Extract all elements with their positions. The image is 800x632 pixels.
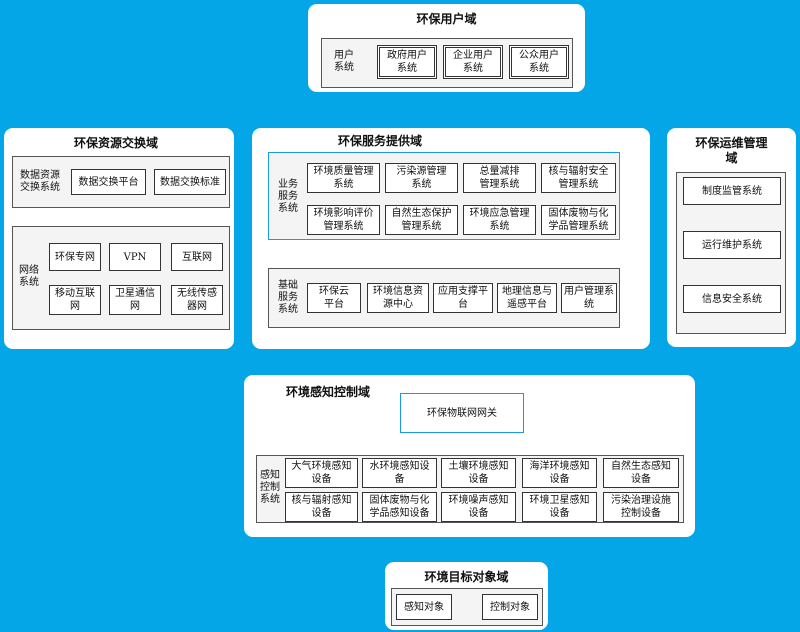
sensing-item[interactable]: 海洋环境感知 设备 xyxy=(522,458,597,488)
base-item[interactable]: 环保云 平台 xyxy=(307,283,361,313)
service-domain-panel: 环保服务提供域 业务 服务 系统 环境质量管理 系统 污染源管理 系统 总量减排… xyxy=(252,128,650,349)
base-service-label: 基础 服务 系统 xyxy=(278,280,298,315)
network-item[interactable]: 无线传感 器网 xyxy=(171,285,223,315)
base-item[interactable]: 用户管理系 统 xyxy=(561,283,617,313)
base-item[interactable]: 环境信息资 源中心 xyxy=(367,283,429,313)
data-exchange-group: 数据资源 交换系统 数据交换平台 数据交换标准 xyxy=(12,156,230,208)
iot-gateway[interactable]: 环保物联网网关 xyxy=(400,393,524,433)
exchange-domain-title: 环保资源交换域 xyxy=(74,136,159,150)
sensing-item[interactable]: 环境卫星感知 设备 xyxy=(522,492,597,522)
sensing-domain-title: 环境感知控制域 xyxy=(286,385,371,399)
sensing-item[interactable]: 水环境感知设 备 xyxy=(362,458,437,488)
sensing-domain-panel: 环境感知控制域 环保物联网网关 感知 控制 系统 大气环境感知 设备 水环境感知… xyxy=(244,375,695,537)
business-item[interactable]: 环境影响评价 管理系统 xyxy=(307,205,380,235)
business-service-label: 业务 服务 系统 xyxy=(278,179,298,214)
ops-group: 制度监管系统 运行维护系统 信息安全系统 xyxy=(676,172,786,334)
network-group: 网络 系统 环保专网 VPN 互联网 移动互联 网 卫星通信 网 无线传感 器网 xyxy=(12,226,230,330)
business-item[interactable]: 环境应急管理 系统 xyxy=(463,205,536,235)
user-system-group: 用户 系统 政府用户 系统 企业用户 系统 公众用户 系统 xyxy=(321,38,573,88)
ops-item[interactable]: 信息安全系统 xyxy=(683,285,781,313)
business-item[interactable]: 污染源管理 系统 xyxy=(385,163,458,193)
user-system-item[interactable]: 政府用户 系统 xyxy=(377,45,437,79)
network-item[interactable]: 互联网 xyxy=(171,243,223,271)
user-system-item[interactable]: 企业用户 系统 xyxy=(443,45,503,79)
user-system-label: 用户 系统 xyxy=(334,50,354,73)
base-item[interactable]: 应用支撑平 台 xyxy=(433,283,493,313)
network-item[interactable]: 移动互联 网 xyxy=(49,285,101,315)
sensing-item[interactable]: 污染治理设施 控制设备 xyxy=(603,492,679,522)
ops-item[interactable]: 制度监管系统 xyxy=(683,177,781,205)
sensing-label: 感知 控制 系统 xyxy=(260,470,280,505)
target-item[interactable]: 感知对象 xyxy=(396,594,452,620)
ops-domain-panel: 环保运维管理 域 制度监管系统 运行维护系统 信息安全系统 xyxy=(667,128,796,347)
exchange-item[interactable]: 数据交换标准 xyxy=(154,169,226,195)
business-item[interactable]: 自然生态保护 管理系统 xyxy=(385,205,458,235)
target-item[interactable]: 控制对象 xyxy=(482,594,538,620)
business-item[interactable]: 总量减排 管理系统 xyxy=(463,163,536,193)
business-item[interactable]: 核与辐射安全 管理系统 xyxy=(541,163,616,193)
exchange-domain-panel: 环保资源交换域 数据资源 交换系统 数据交换平台 数据交换标准 网络 系统 环保… xyxy=(4,128,234,349)
base-item[interactable]: 地理信息与 遥感平台 xyxy=(497,283,557,313)
sensing-group: 感知 控制 系统 大气环境感知 设备 水环境感知设 备 土壤环境感知 设备 海洋… xyxy=(256,455,684,523)
sensing-item[interactable]: 环境噪声感知 设备 xyxy=(441,492,516,522)
business-item[interactable]: 环境质量管理 系统 xyxy=(307,163,380,193)
target-domain-panel: 环境目标对象域 感知对象 控制对象 xyxy=(385,562,548,630)
target-domain-title: 环境目标对象域 xyxy=(424,570,509,584)
exchange-item[interactable]: 数据交换平台 xyxy=(71,169,146,195)
business-service-group: 业务 服务 系统 环境质量管理 系统 污染源管理 系统 总量减排 管理系统 核与… xyxy=(268,152,620,240)
data-exchange-label: 数据资源 交换系统 xyxy=(20,170,60,193)
business-item[interactable]: 固体废物与化 学品管理系统 xyxy=(541,205,616,235)
user-system-item[interactable]: 公众用户 系统 xyxy=(509,45,569,79)
ops-item[interactable]: 运行维护系统 xyxy=(683,231,781,259)
user-domain-panel: 环保用户域 用户 系统 政府用户 系统 企业用户 系统 公众用户 系统 xyxy=(308,4,585,92)
sensing-item[interactable]: 核与辐射感知 设备 xyxy=(285,492,358,522)
sensing-item[interactable]: 自然生态感知 设备 xyxy=(603,458,679,488)
network-item[interactable]: VPN xyxy=(109,243,161,271)
base-service-group: 基础 服务 系统 环保云 平台 环境信息资 源中心 应用支撑平 台 地理信息与 … xyxy=(268,268,620,328)
service-domain-title: 环保服务提供域 xyxy=(338,134,423,148)
target-group: 感知对象 控制对象 xyxy=(391,588,543,626)
ops-domain-title: 环保运维管理 域 xyxy=(695,136,768,165)
network-label: 网络 系统 xyxy=(19,265,39,288)
sensing-item[interactable]: 大气环境感知 设备 xyxy=(285,458,358,488)
sensing-item[interactable]: 固体废物与化 学品感知设备 xyxy=(362,492,437,522)
network-item[interactable]: 环保专网 xyxy=(49,243,101,271)
sensing-item[interactable]: 土壤环境感知 设备 xyxy=(441,458,516,488)
network-item[interactable]: 卫星通信 网 xyxy=(109,285,161,315)
user-domain-title: 环保用户域 xyxy=(416,12,477,26)
